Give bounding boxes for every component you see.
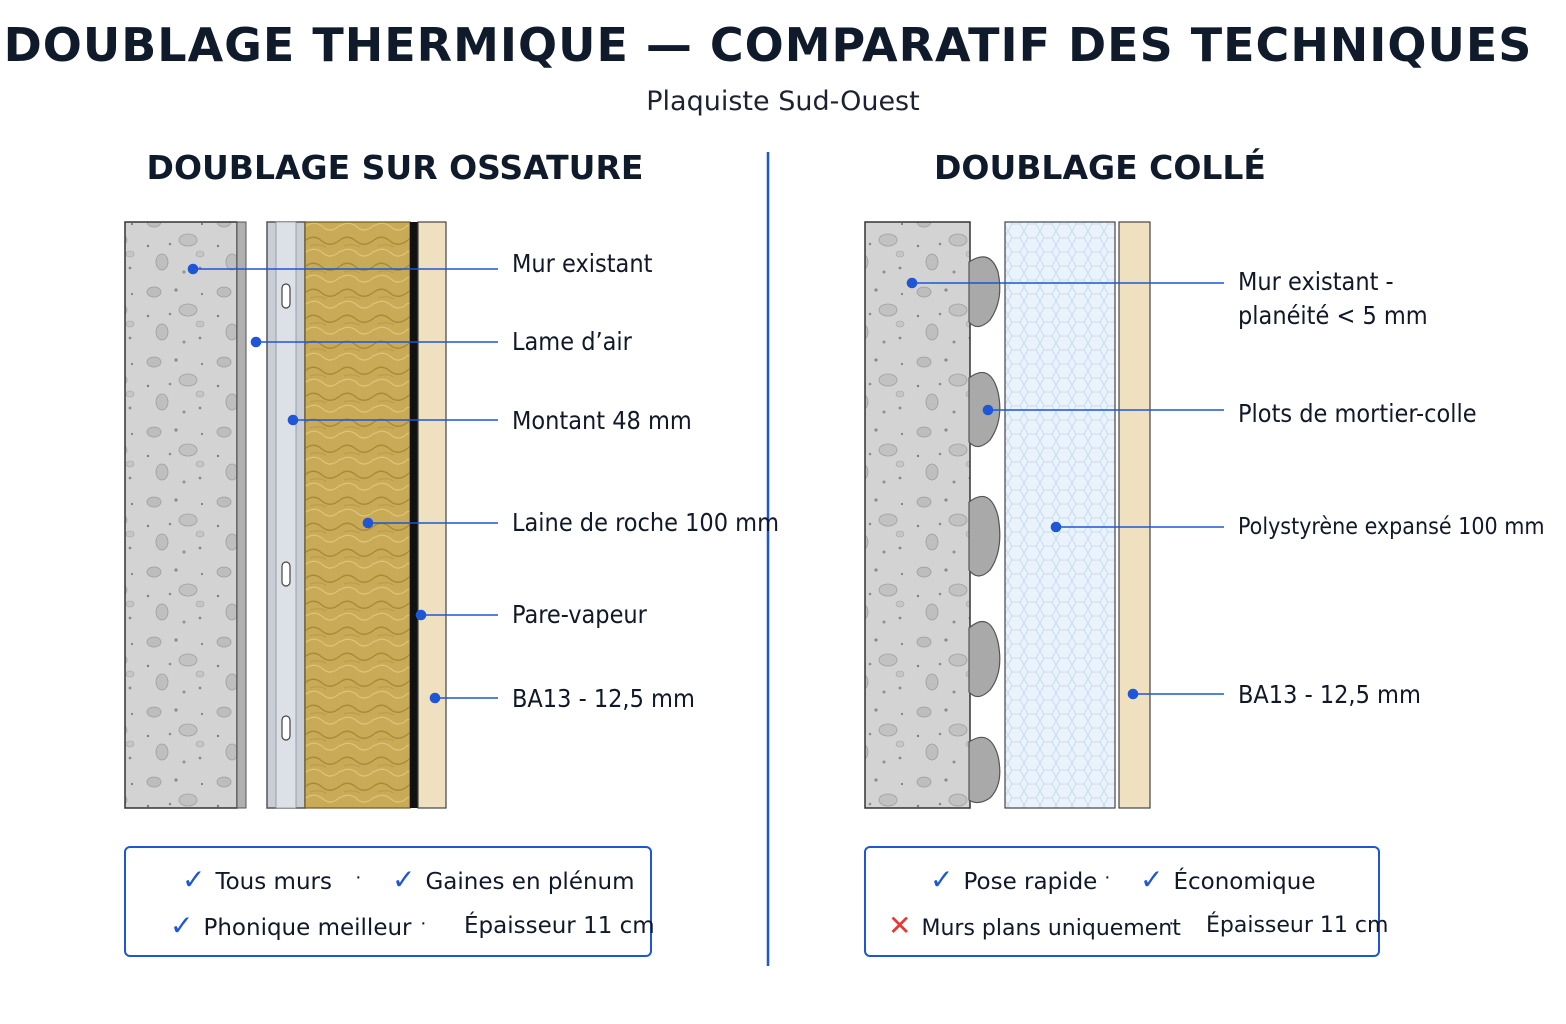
existing-wall-right	[864, 221, 971, 809]
leader-dot	[187, 263, 199, 275]
cross-icon: ✕	[888, 909, 912, 942]
feature-item: ✓Phonique meilleur	[170, 909, 412, 942]
leader-dot	[429, 692, 441, 704]
label-plasterboard-right: BA13 - 12,5 mm	[1238, 680, 1421, 709]
label-vapour-barrier: Pare-vapeur	[512, 600, 647, 629]
feature-item: Épaisseur 11 cm	[1206, 913, 1389, 938]
leader-dot	[287, 414, 299, 426]
right-features-box	[864, 846, 1380, 957]
metal-stud-web	[275, 221, 297, 809]
separator-dot: ·	[355, 866, 362, 888]
leader-dot	[250, 336, 262, 348]
check-icon: ✓	[170, 909, 194, 942]
feature-item: ✓Gaines en plénum	[392, 863, 635, 896]
air-gap-left	[236, 221, 247, 809]
vapour-barrier	[410, 222, 418, 808]
label-mortar-dabs: Plots de mortier-colle	[1238, 399, 1477, 428]
separator-dot: ·	[1168, 912, 1175, 934]
plasterboard-right	[1118, 221, 1151, 809]
existing-wall-left	[124, 221, 238, 809]
label-existing-wall-right: Mur existant -	[1238, 267, 1394, 296]
left-section-title: DOUBLAGE SUR OSSATURE	[146, 148, 644, 187]
page-subtitle: Plaquiste Sud-Ouest	[646, 86, 920, 117]
leader-dot	[1050, 521, 1062, 533]
page-title: DOUBLAGE THERMIQUE — COMPARATIF DES TECH…	[3, 18, 1533, 72]
separator-dot: ·	[420, 912, 427, 934]
stud-slot	[281, 715, 291, 741]
eps-insulation	[1004, 221, 1116, 809]
label-rock-wool: Laine de roche 100 mm	[512, 508, 780, 537]
label-eps: Polystyrène expansé 100 mm	[1238, 514, 1545, 540]
feature-item: ✓Économique	[1140, 863, 1316, 896]
feature-item: ✓Tous murs	[182, 863, 332, 896]
leader-dot	[906, 277, 918, 289]
rock-wool	[304, 221, 411, 809]
check-icon: ✓	[392, 863, 416, 896]
label-flatness: planéité < 5 mm	[1238, 301, 1428, 330]
label-plasterboard-left: BA13 - 12,5 mm	[512, 684, 695, 713]
check-icon: ✓	[182, 863, 206, 896]
label-stud: Montant 48 mm	[512, 406, 692, 435]
leader-dot	[415, 609, 427, 621]
label-existing-wall: Mur existant	[512, 249, 653, 278]
stud-slot	[281, 561, 291, 587]
check-icon: ✓	[930, 863, 954, 896]
stud-slot	[281, 283, 291, 309]
label-air-gap: Lame d’air	[512, 327, 632, 356]
feature-item: ✓Pose rapide	[930, 863, 1098, 896]
left-features-box	[124, 846, 652, 957]
leader-dot	[982, 404, 994, 416]
plasterboard-left	[417, 221, 447, 809]
check-icon: ✓	[1140, 863, 1164, 896]
leader-dot	[362, 517, 374, 529]
mortar-dabs	[968, 256, 1001, 804]
separator-dot: ·	[1104, 866, 1111, 888]
feature-item: ✕Murs plans uniquement	[888, 909, 1181, 942]
feature-item: Épaisseur 11 cm	[464, 913, 655, 939]
right-section-title: DOUBLAGE COLLÉ	[934, 148, 1266, 187]
leader-dot	[1127, 688, 1139, 700]
